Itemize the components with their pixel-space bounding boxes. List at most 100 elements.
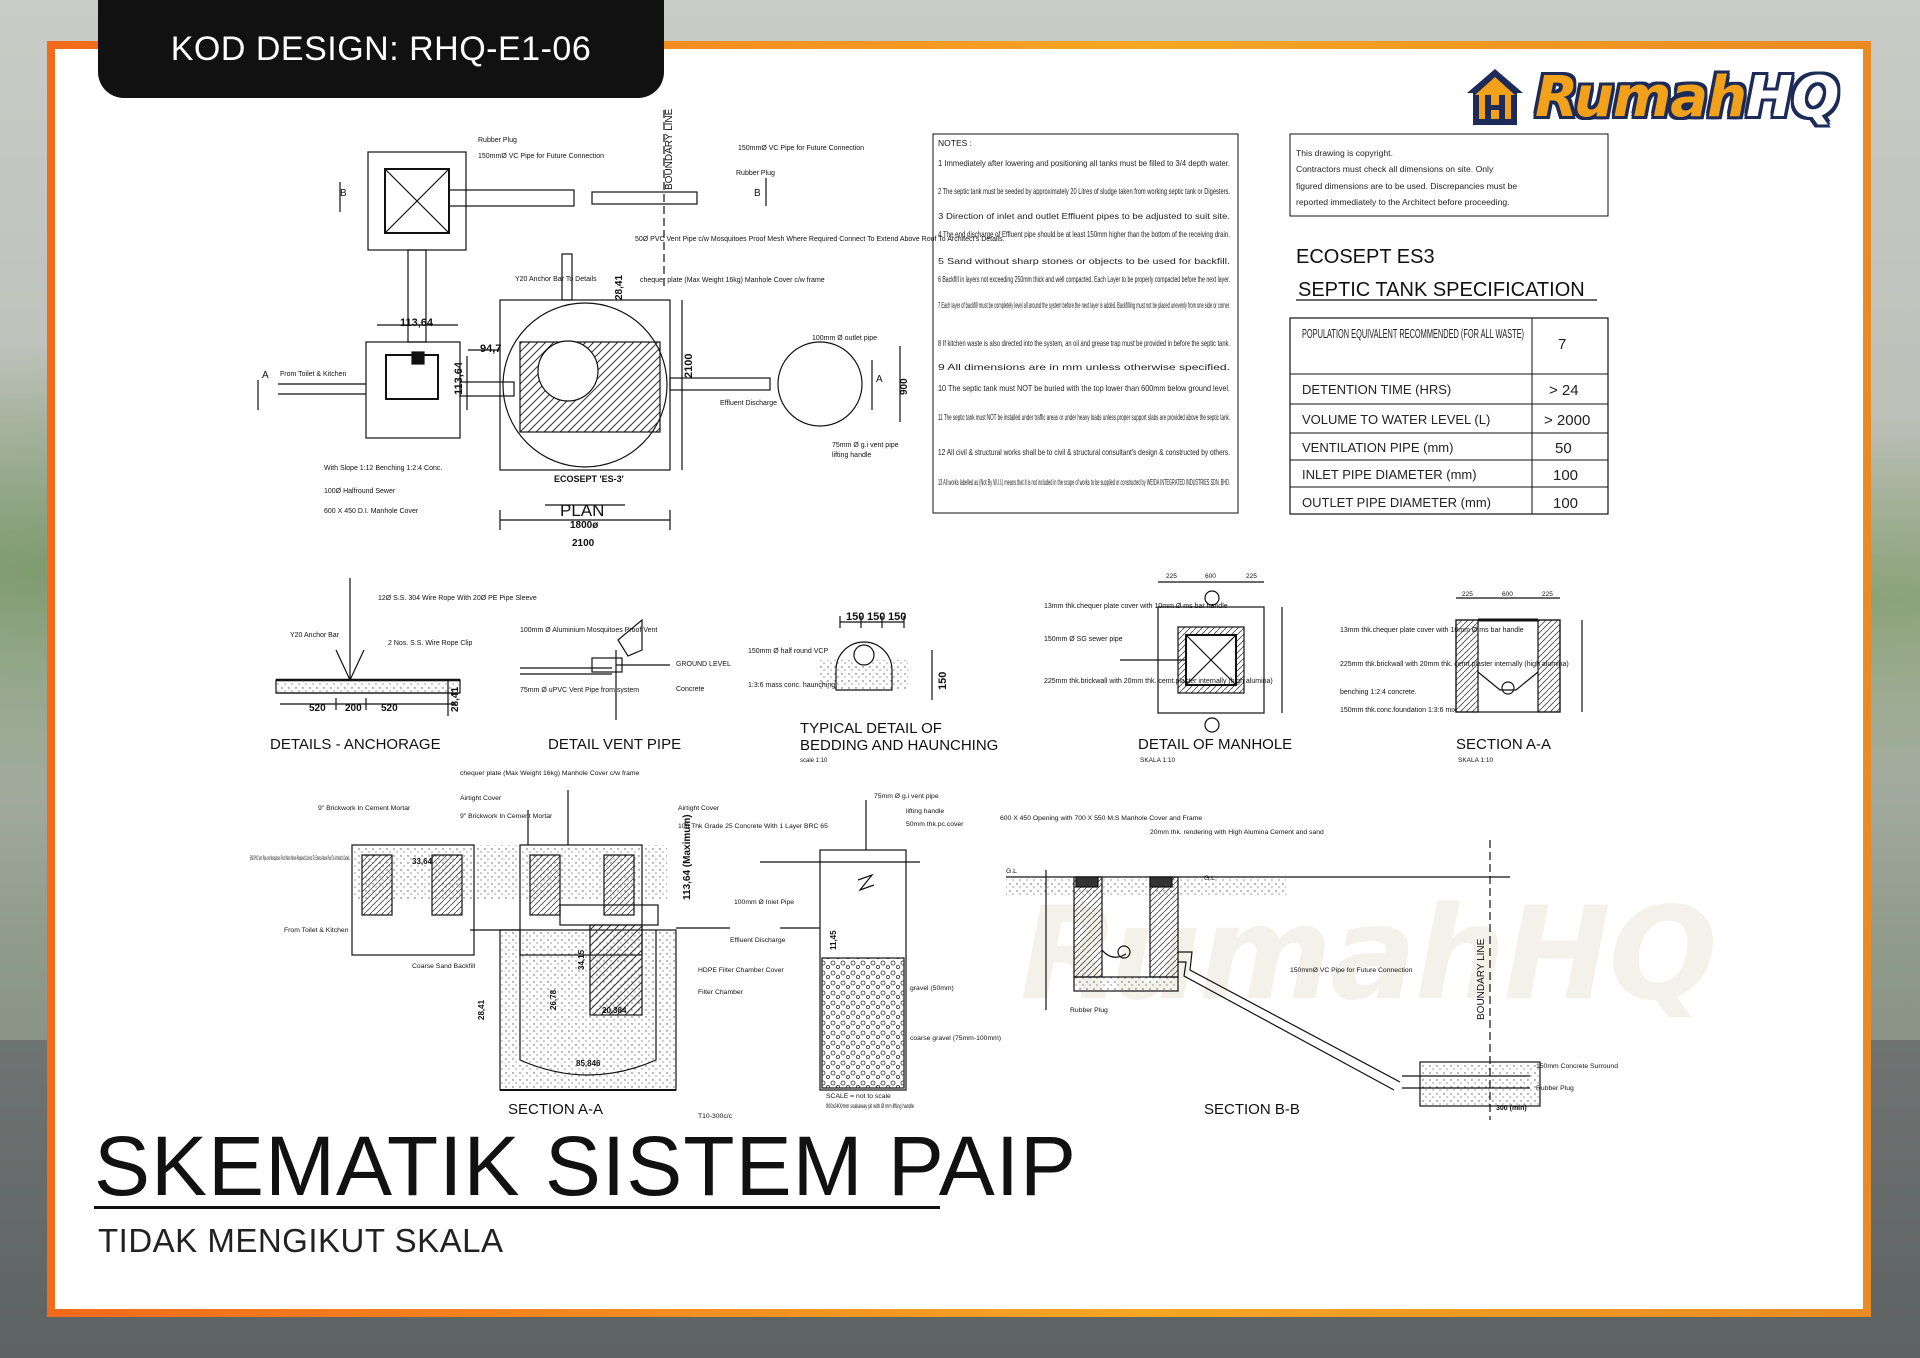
note-item: 11 The septic tank must NOT be installed… xyxy=(938,413,1230,422)
detail-section-small-text: 225 600 225 13mm thk.chequer plate cover… xyxy=(1340,591,1569,764)
note-item: 2 The septic tank must be seeded by appr… xyxy=(938,187,1230,196)
filter-label: lifting handle xyxy=(906,808,944,815)
filter-label: 75mm Ø g.i vent pipe xyxy=(874,793,939,800)
anchorage-dim: 200 xyxy=(345,703,362,714)
note-item: 12 All civil & structural works shall be… xyxy=(938,448,1230,457)
detail-vent-text: 100mm Ø Aluminium Mosquitoes Proof Vent … xyxy=(520,627,731,753)
anchorage-label: 2 Nos. S.S. Wire Rope Clip xyxy=(388,640,473,647)
detail-anchorage xyxy=(275,578,461,716)
anchorage-dim: 520 xyxy=(381,703,398,714)
spec-heading-2: SEPTIC TANK SPECIFICATION xyxy=(1298,279,1585,301)
spec-row-label: POPULATION EQUIVALENT RECOMMENDED (FOR A… xyxy=(1302,326,1524,341)
plan-marker-a: A xyxy=(876,374,883,385)
copyright-line: reported immediately to the Architect be… xyxy=(1296,197,1510,207)
plan-dim-out: 900 xyxy=(899,378,910,395)
plan-label: 50Ø PVC Vent Pipe c/w Mosquitoes Proof M… xyxy=(635,236,1005,243)
filter-drawing xyxy=(760,800,920,1091)
spec-row-label: VENTILATION PIPE (mm) xyxy=(1302,440,1453,455)
note-item: 6 Backfill in layers not exceeding 250mm… xyxy=(938,275,1230,284)
tank-label: ECOSEPT 'ES-3' xyxy=(554,474,624,484)
bedding-label: 1:3:6 mass conc. haunching xyxy=(748,682,835,689)
plan-dim-top: 113,64 xyxy=(400,317,434,329)
section-aa-label: 50Ø PVC Vent Pipe c/w Mosquitoes Proof M… xyxy=(250,855,350,862)
copyright-panel: This drawing is copyright. Contractors m… xyxy=(1289,133,1609,217)
detail-manhole-text: 225 600 225 13mm thk.chequer plate cover… xyxy=(1044,573,1292,764)
title-underline xyxy=(94,1206,940,1209)
section-bb-label: 20mm thk. rendering with High Alumina Ce… xyxy=(1150,829,1324,836)
plan-boundary-label: BOUNDARY LINE xyxy=(664,108,675,190)
spec-row-value: 7 xyxy=(1558,336,1566,353)
plan-dim-small: 28,41 xyxy=(614,275,625,300)
filter-label: 50mm thk.pc.cover xyxy=(906,821,964,828)
filter-text: 75mm Ø g.i vent pipe lifting handle 50mm… xyxy=(826,793,1001,1110)
plan-label: Y20 Anchor Bar To Details xyxy=(515,276,597,283)
anchorage-title: DETAILS - ANCHORAGE xyxy=(270,736,441,753)
manhole-scale: SKALA 1:10 xyxy=(1140,757,1175,764)
detail-bedding xyxy=(820,616,933,700)
filter-label: coarse gravel (75mm-100mm) xyxy=(910,1035,1001,1042)
section-aa-dim: 28,41 xyxy=(477,999,486,1020)
section-aa-label: Airtight Cover xyxy=(678,805,720,812)
plan-marker-b: B xyxy=(340,188,347,199)
plan-label: 100Ø Halfround Sewer xyxy=(324,488,396,495)
filter-label: 900x2400mm soakaway pit with Ø mm liftin… xyxy=(826,1103,914,1110)
plan-marker-b: B xyxy=(754,188,761,199)
note-item: 7 Each layer of backfill must be complet… xyxy=(938,301,1230,310)
section-aa-label: From Toilet & Kitchen xyxy=(284,927,349,934)
anchorage-dim: 28,41 xyxy=(450,687,461,712)
note-item: 13 All works labelled as (Not By W.I.I.)… xyxy=(938,478,1230,487)
filter-label: SCALE = not to scale xyxy=(826,1093,891,1100)
section-bb-drawing xyxy=(1006,840,1541,1120)
section-aa-dim: 85,846 xyxy=(576,1059,601,1068)
section-bb-label: 150mm Concrete Surround xyxy=(1536,1063,1618,1070)
section-aa-label: Filter Chamber xyxy=(698,989,744,996)
section-small-scale: SKALA 1:10 xyxy=(1458,757,1493,764)
anchorage-dim: 520 xyxy=(309,703,326,714)
vent-label: 75mm Ø uPVC Vent Pipe from system xyxy=(520,687,639,694)
plan-text: Rubber Plug 150mmØ VC Pipe for Future Co… xyxy=(262,108,1005,549)
spec-row-value: > 24 xyxy=(1549,382,1579,399)
manhole-dim: 600 xyxy=(1205,573,1216,580)
spec-row-label: VOLUME TO WATER LEVEL (L) xyxy=(1302,412,1490,427)
brand-name: RumahHQ xyxy=(1535,64,1839,130)
detail-vent xyxy=(520,618,670,720)
plan-dim-height: 2100 xyxy=(683,354,695,378)
filter-dim: 11,45 xyxy=(829,930,838,950)
page-title: SKEMATIK SISTEM PAIP xyxy=(94,1119,1078,1213)
spec-row-value: > 2000 xyxy=(1544,412,1590,429)
section-aa-dim: 113,64 (Maximum) xyxy=(682,814,693,900)
section-bb-text: 600 X 450 Opening with 700 X 550 M.S Man… xyxy=(1000,815,1618,1118)
vent-label: GROUND LEVEL xyxy=(676,661,731,668)
manhole-label: 225mm thk.brickwall with 20mm thk. cemt.… xyxy=(1044,678,1273,685)
bedding-label: 150mm Ø half round VCP xyxy=(748,648,828,655)
bedding-dim: 150 xyxy=(888,611,906,623)
spec-row-value: 100 xyxy=(1553,495,1578,512)
plan-label: 600 X 450 D.I. Manhole Cover xyxy=(324,508,419,515)
spec-row-label: OUTLET PIPE DIAMETER (mm) xyxy=(1302,495,1491,510)
plan-marker-a: A xyxy=(262,370,269,381)
plan-label: lifting handle xyxy=(832,452,871,459)
section-small-label: 225mm thk.brickwall with 20mm thk. cemt.… xyxy=(1340,661,1569,668)
plan-dim-side: 113,64 xyxy=(453,361,465,395)
note-item: 4 The end discharge of Effluent pipe sho… xyxy=(938,230,1230,239)
section-aa-dim: 33,64 xyxy=(412,857,433,866)
section-aa-label: 9" Brickwork In Cement Mortar xyxy=(318,805,411,812)
section-aa-label: HDPE Filter Chamber Cover xyxy=(698,967,784,974)
section-small-dim: 600 xyxy=(1502,591,1513,598)
anchorage-label: Y20 Anchor Bar xyxy=(290,632,340,639)
section-aa-drawing xyxy=(351,790,730,1091)
section-aa-text: chequer plate (Max Weight 16kg) Manhole … xyxy=(250,770,828,1120)
copyright-line: Contractors must check all dimensions on… xyxy=(1296,164,1494,174)
manhole-dim: 225 xyxy=(1166,573,1177,580)
page-subtitle: TIDAK MENGIKUT SKALA xyxy=(98,1222,504,1259)
plan-dim-left: 94,7 xyxy=(480,343,501,355)
vent-label: Concrete xyxy=(676,686,705,693)
section-aa-label: 9" Brickwork In Cement Mortar xyxy=(460,813,553,820)
note-item: 8 If kitchen waste is also directed into… xyxy=(938,339,1230,348)
manhole-label: 150mm Ø SG sewer pipe xyxy=(1044,636,1123,643)
brand-name-main: Rumah xyxy=(1535,64,1747,130)
note-item: 5 Sand without sharp stones or objects t… xyxy=(938,257,1230,266)
detail-section-small xyxy=(1455,597,1583,713)
plan-label: 150mmØ VC Pipe for Future Connection xyxy=(478,153,604,160)
